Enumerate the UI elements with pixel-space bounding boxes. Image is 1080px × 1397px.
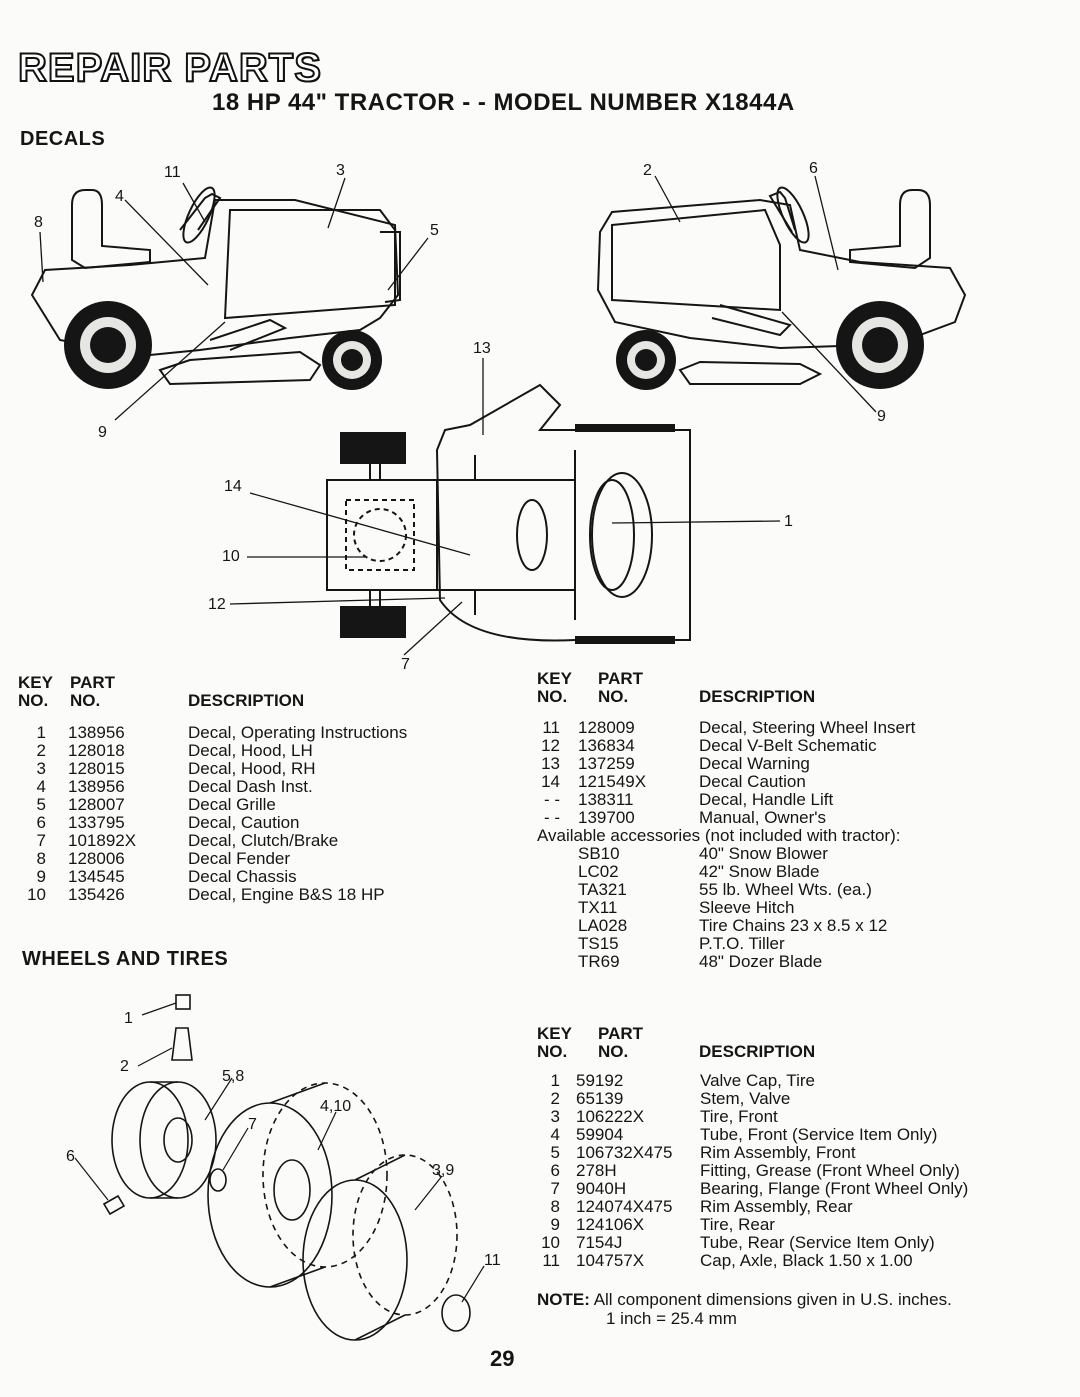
accessories-title: Available accessories (not included with… — [537, 826, 901, 845]
column-header-description: DESCRIPTION — [699, 1042, 816, 1061]
column-header-part: PART — [598, 1024, 644, 1043]
callout-label: 5,8 — [222, 1068, 245, 1085]
callout-label: 7 — [248, 1116, 257, 1133]
callout-label: 6 — [809, 160, 818, 177]
note-text: All component dimensions given in U.S. i… — [593, 1290, 952, 1309]
callout-label: 6 — [66, 1148, 75, 1165]
column-header-key: KEY — [537, 669, 572, 688]
callout-label: 2 — [120, 1058, 129, 1075]
column-header-part-no: NO. — [598, 687, 629, 706]
column-header-key-no: NO. — [537, 1042, 568, 1061]
column-header-part: PART — [70, 673, 116, 692]
callout-label: 13 — [473, 340, 491, 357]
section-title-wheels: WHEELS AND TIRES — [22, 948, 229, 970]
callout-label: 3 — [336, 162, 345, 179]
callout-label: 11 — [484, 1252, 501, 1269]
callout-label: 4,10 — [320, 1098, 352, 1115]
callout-label: 9 — [98, 424, 107, 441]
page-number: 29 — [490, 1346, 515, 1371]
callout-label: 10 — [222, 548, 240, 565]
callout-label: 3,9 — [432, 1162, 455, 1179]
note-label: NOTE: — [537, 1290, 590, 1309]
callout-label: 5 — [430, 222, 439, 239]
callout-label: 9 — [877, 408, 886, 425]
page-subtitle: 18 HP 44" TRACTOR - - MODEL NUMBER X1844… — [212, 89, 795, 116]
column-header-description: DESCRIPTION — [699, 687, 816, 706]
section-title-decals: DECALS — [20, 128, 106, 150]
note-conversion: 1 inch = 25.4 mm — [606, 1309, 737, 1328]
column-header-part: PART — [598, 669, 644, 688]
decals-diagram — [30, 175, 967, 656]
wheels-diagram — [74, 994, 485, 1341]
callout-label: 4 — [115, 188, 124, 205]
column-header-part-no: NO. — [598, 1042, 629, 1061]
page-title: REPAIR PARTS — [17, 45, 322, 91]
callout-label: 8 — [34, 214, 43, 231]
callout-label: 14 — [224, 478, 242, 495]
column-header-key: KEY — [537, 1024, 572, 1043]
column-header-key: KEY — [18, 673, 53, 692]
column-header-description: DESCRIPTION — [188, 691, 305, 710]
column-header-part-no: NO. — [70, 691, 101, 710]
callout-label: 12 — [208, 596, 226, 613]
callout-label: 2 — [643, 162, 652, 179]
column-header-key-no: NO. — [537, 687, 568, 706]
callout-label: 1 — [784, 513, 793, 530]
callout-label: 11 — [164, 164, 181, 181]
callout-label: 1 — [124, 1010, 133, 1027]
column-header-key-no: NO. — [18, 691, 49, 710]
note: NOTE: All component dimensions given in … — [537, 1290, 952, 1309]
callout-label: 7 — [401, 656, 410, 673]
